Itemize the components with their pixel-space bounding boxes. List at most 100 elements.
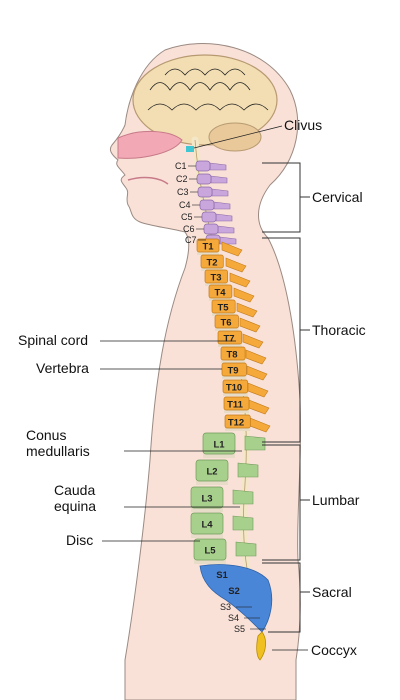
vertebra-c3 [197, 186, 213, 198]
leader-lines [100, 125, 308, 651]
thoracic-bracket [262, 237, 301, 443]
process-l1 [244, 435, 266, 451]
vertebra-t12 [224, 414, 251, 429]
label-t8: T8 [226, 350, 237, 361]
vertebra-t8 [220, 346, 246, 361]
disc-below-l1 [203, 454, 235, 458]
disc-below-t11 [224, 410, 249, 413]
coccyx-bone [256, 631, 266, 661]
vertebra-t4 [208, 284, 233, 299]
body-silhouette [109, 43, 301, 700]
label-t10: T10 [226, 383, 242, 394]
disc-below-t12 [225, 428, 251, 431]
vertebra-l5 [193, 538, 227, 561]
vertebra-t9 [221, 362, 247, 377]
disc-below-t1 [197, 252, 219, 255]
disc-below-t5 [212, 313, 236, 316]
vertebra-c6 [203, 223, 219, 235]
label-c7: C7 [185, 235, 197, 245]
vertebra-l3 [190, 486, 224, 509]
vertebra-l2 [195, 459, 229, 482]
vertebra-c4 [199, 199, 215, 211]
label-vertebra: Vertebra [36, 360, 89, 376]
label-s1: S1 [216, 570, 228, 581]
label-l5: L5 [204, 546, 216, 557]
vertebra-t6 [214, 314, 239, 329]
process-l5 [235, 541, 257, 557]
process-t4 [233, 287, 255, 303]
vertebra-t1 [196, 238, 220, 253]
label-s5: S5 [234, 624, 245, 634]
process-l2 [237, 462, 259, 478]
process-t2 [225, 257, 247, 273]
label-lumbar: Lumbar [312, 492, 360, 508]
vertebra-t5 [211, 299, 236, 314]
vertebra-c1 [195, 160, 211, 172]
label-s3: S3 [220, 602, 231, 612]
label-clivus: Clivus [284, 117, 322, 133]
disc-below-t4 [209, 298, 232, 301]
label-l2: L2 [206, 467, 217, 478]
label-t2: T2 [206, 258, 217, 269]
label-t7: T7 [223, 334, 234, 345]
label-t11: T11 [227, 400, 244, 411]
disc-below-l5 [194, 560, 226, 564]
vertebra-t10 [222, 379, 249, 394]
label-c2: C2 [176, 174, 188, 184]
disc-below-t7 [218, 344, 242, 347]
label-sacral: Sacral [312, 584, 352, 600]
process-t5 [236, 302, 258, 318]
label-c4: C4 [179, 200, 191, 210]
vertebra-t3 [204, 269, 228, 284]
label-c1: C1 [175, 161, 187, 171]
clivus-marker [186, 146, 194, 152]
label-spinal-cord: Spinal cord [18, 332, 88, 348]
label-cauda-line2: equina [54, 498, 96, 514]
label-l4: L4 [201, 520, 213, 531]
label-c3: C3 [177, 187, 189, 197]
vertebra-t11 [223, 396, 250, 411]
process-t3 [229, 272, 251, 288]
process-t9 [246, 365, 268, 381]
label-coccyx: Coccyx [311, 642, 357, 658]
label-t3: T3 [210, 273, 221, 284]
disc-below-t10 [223, 393, 248, 396]
vertebra-l1 [202, 432, 236, 455]
label-cervical: Cervical [312, 189, 363, 205]
cerebellum [208, 122, 262, 152]
vertebra-c2 [196, 173, 212, 185]
disc-below-t3 [205, 283, 228, 286]
process-l4 [232, 515, 254, 531]
vertebra-t2 [200, 254, 224, 269]
disc-below-l2 [196, 481, 228, 485]
label-s2: S2 [228, 586, 240, 597]
sacral-bracket [262, 562, 301, 633]
disc-below-t8 [221, 360, 246, 363]
brain-folds [147, 68, 269, 111]
nasal-cavity [117, 130, 183, 159]
process-t6 [239, 317, 261, 333]
label-conus-line2: medullaris [26, 443, 90, 459]
label-t6: T6 [220, 318, 231, 329]
label-conus-line1: Conus [26, 427, 66, 443]
label-t9: T9 [227, 366, 238, 377]
lumbar-bracket [262, 444, 301, 561]
clivus-leader [193, 125, 283, 149]
label-l3: L3 [201, 494, 212, 505]
label-c6: C6 [183, 224, 195, 234]
vertebra-l4 [190, 512, 224, 535]
region-brackets [262, 162, 310, 633]
disc-below-t6 [215, 328, 239, 331]
label-thoracic: Thoracic [312, 322, 366, 338]
process-t8 [245, 349, 267, 365]
label-cauda-line1: Cauda [54, 482, 95, 498]
label-disc: Disc [66, 532, 93, 548]
label-c5: C5 [181, 212, 193, 222]
disc-below-t9 [222, 376, 247, 379]
label-t4: T4 [214, 288, 226, 299]
process-t7 [242, 333, 264, 349]
disc-below-l4 [191, 534, 223, 538]
label-s4: S4 [228, 613, 239, 623]
label-t12: T12 [228, 418, 244, 429]
